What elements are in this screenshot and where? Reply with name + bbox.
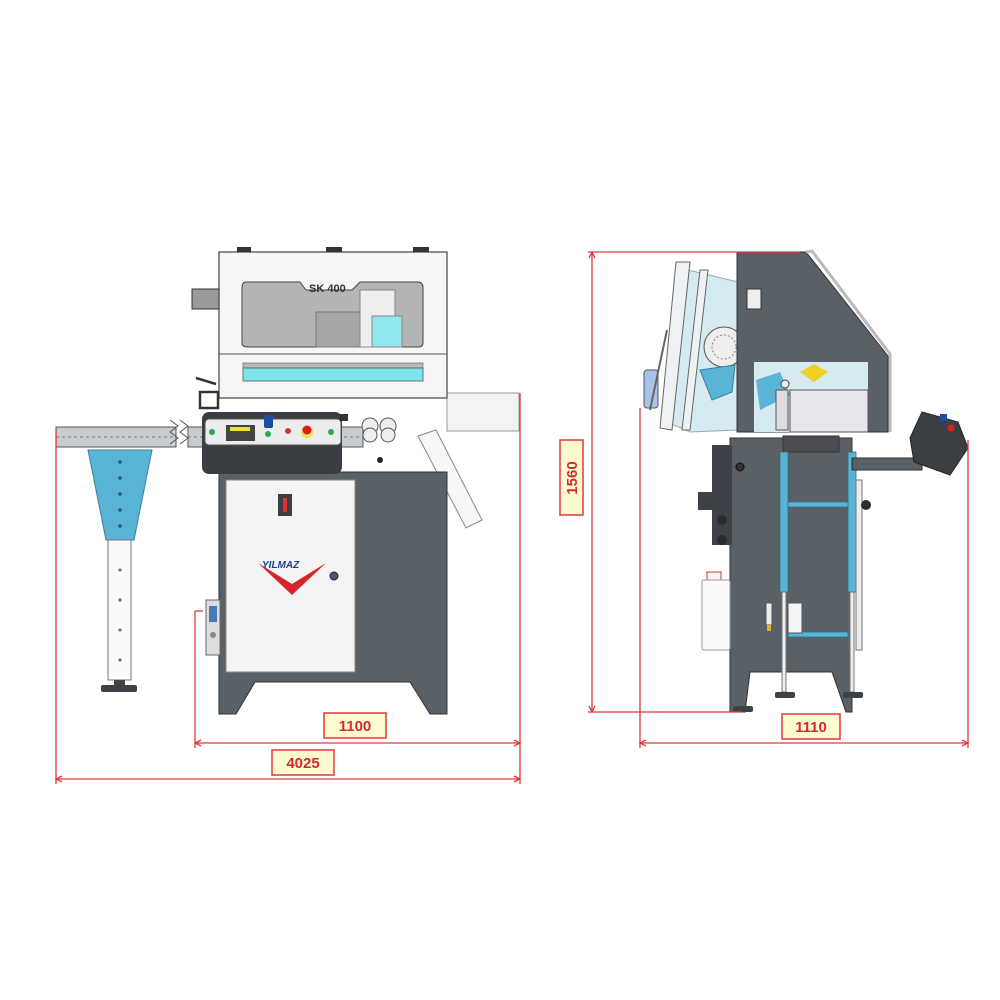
dimension-label-4025: 4025 bbox=[271, 749, 335, 776]
leveling-foot bbox=[101, 685, 137, 692]
control-arm bbox=[851, 457, 923, 471]
svg-text:1110: 1110 bbox=[795, 719, 827, 736]
coolant-canister bbox=[701, 571, 731, 651]
front-view: YILMAZ SK 400 bbox=[55, 247, 520, 715]
svg-text:4025: 4025 bbox=[286, 755, 319, 772]
air-filter-unit bbox=[205, 599, 221, 656]
yilmaz-logo: YILMAZ bbox=[258, 560, 326, 595]
side-air-unit bbox=[765, 602, 803, 634]
green-button[interactable] bbox=[328, 429, 334, 435]
outfeed-table bbox=[446, 392, 520, 432]
dimension-label-1100: 1100 bbox=[323, 712, 387, 739]
control-panel bbox=[202, 412, 348, 474]
cyan-light-strip bbox=[242, 367, 424, 382]
chute bbox=[417, 429, 483, 529]
saw-guard bbox=[789, 389, 869, 433]
svg-text:1100: 1100 bbox=[339, 718, 372, 735]
rollers bbox=[361, 417, 397, 443]
side-box bbox=[191, 288, 220, 310]
model-label: SK 400 bbox=[309, 283, 346, 295]
dimension-lines bbox=[54, 250, 970, 784]
dimension-label-1560: 1560 bbox=[559, 439, 584, 516]
svg-text:1560: 1560 bbox=[564, 461, 581, 494]
side-base bbox=[729, 437, 853, 713]
clamp-handle bbox=[195, 376, 220, 410]
emergency-stop-button[interactable] bbox=[302, 425, 312, 435]
red-indicator bbox=[285, 428, 291, 434]
side-view bbox=[643, 249, 969, 713]
saw-motor-assembly bbox=[643, 261, 745, 433]
dimension-label-1110: 1110 bbox=[781, 713, 841, 740]
selector-knob[interactable] bbox=[264, 415, 273, 428]
svg-text:YILMAZ: YILMAZ bbox=[262, 560, 300, 571]
green-button[interactable] bbox=[209, 429, 215, 435]
